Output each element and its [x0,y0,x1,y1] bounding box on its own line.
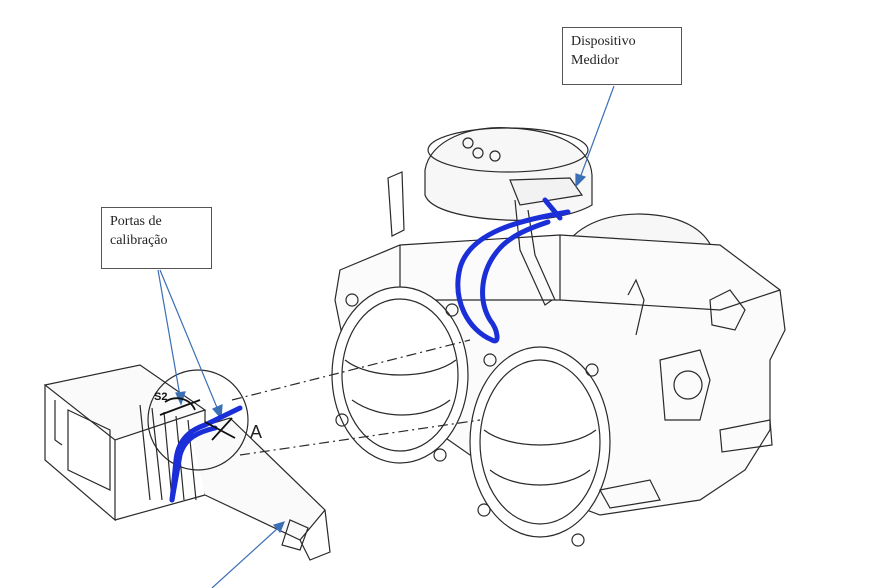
callout-medidor-line1: Dispositivo [571,34,636,49]
callout-medidor-line2: Medidor [571,53,620,68]
detail-label-a: A [250,422,263,442]
port-marks [159,397,236,441]
leader-arrows [157,85,615,588]
callout-calibration-ports: Portas de calibração [101,207,212,269]
callout-portas-line1: Portas de [110,214,162,229]
port-label-s2: S2 [154,391,168,403]
callout-measuring-device: Dispositivo Medidor [562,27,682,85]
projection-lines [231,339,481,456]
calibration-module [43,364,331,561]
marker-annotations [169,197,571,503]
meter-assembly [331,127,786,547]
callout-portas-line2: calibração [110,233,168,248]
